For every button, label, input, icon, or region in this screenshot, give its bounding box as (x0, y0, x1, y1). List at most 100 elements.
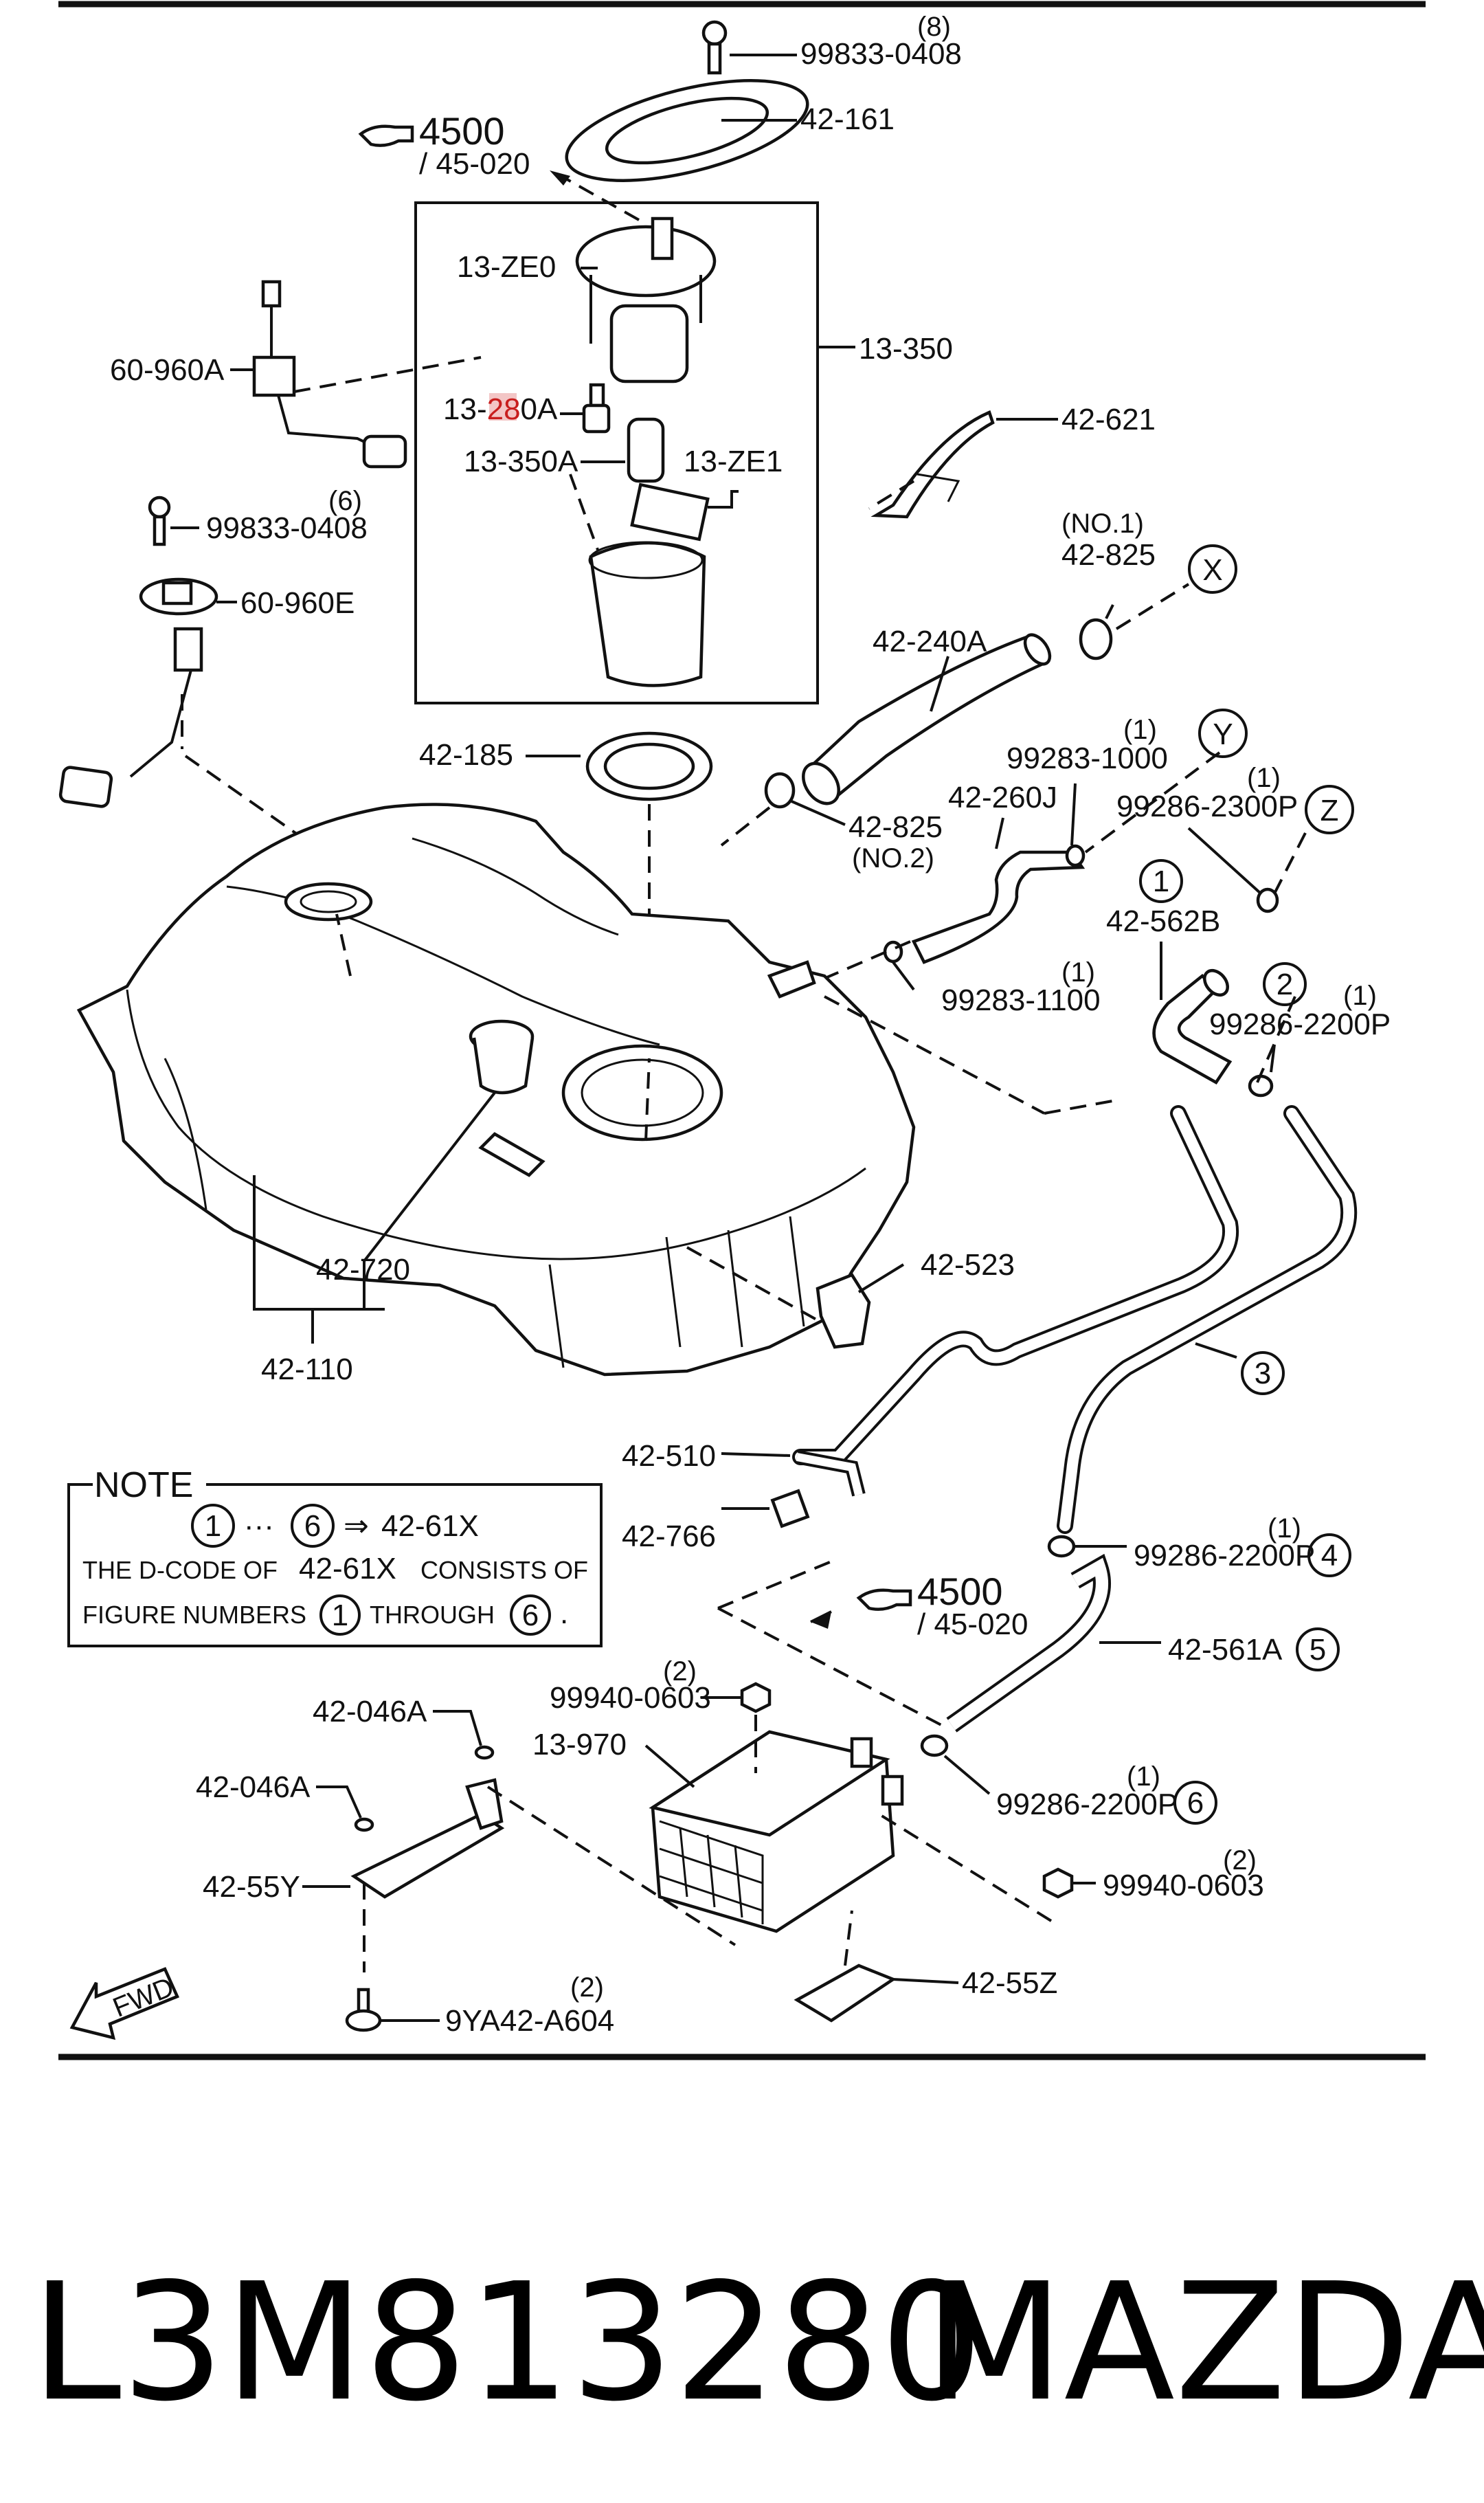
figure-number-3: 3 (1241, 1351, 1285, 1395)
screw-99833-top (701, 20, 797, 75)
highlight-box (489, 393, 517, 421)
label-42-720: 42-720 (316, 1253, 410, 1287)
label-42-260j: 42-260J (948, 781, 1057, 814)
note-title: NOTE (94, 1465, 193, 1505)
pointing-hand-icon (358, 124, 414, 147)
label-99833-0408-mid: 99833-0408 (206, 511, 368, 545)
marker-z: Z (1305, 785, 1354, 834)
label-qty: (6) (328, 486, 362, 516)
retainer-ring-42-161 (565, 79, 809, 182)
label-13-970: 13-970 (532, 1728, 627, 1761)
label-no1: (NO.1) (1061, 509, 1144, 539)
note-line2-a: THE D-CODE OF (82, 1556, 278, 1584)
label-42-825-no2: 42-825 (848, 810, 943, 844)
label-qty: (2) (1223, 1845, 1257, 1876)
label-ref-4500-mid: 4500 (917, 1570, 1003, 1613)
retainer-ring-42-185 (526, 731, 713, 1045)
label-ref-45-020: / 45-020 (419, 147, 530, 181)
note-line3-to: 6 (522, 1599, 539, 1632)
label-99940-0603-b: 99940-0603 (1103, 1869, 1264, 1902)
clamp-99286-2200p-c (920, 1734, 991, 1795)
forward-direction-arrow: FWD (69, 1967, 180, 2040)
label-99940-0603-a: 99940-0603 (550, 1681, 711, 1715)
svg-text:1: 1 (1153, 865, 1169, 898)
bracket-42-621 (868, 410, 1058, 519)
fuel-tank-42-110 (76, 803, 916, 1377)
svg-text:Z: Z (1320, 794, 1339, 827)
label-42-240a: 42-240A (873, 625, 987, 658)
grommet-42-046a-b (316, 1786, 374, 1832)
label-99286-2300p: 99286-2300P (1116, 790, 1298, 823)
hose-clamp-42-825-no1 (1079, 583, 1190, 660)
label-qty: (1) (1061, 957, 1095, 988)
pump-part-13-ze1 (630, 482, 739, 542)
label-13-350: 13-350 (859, 332, 953, 366)
pump-reservoir-cup (588, 541, 706, 687)
label-qty: (2) (570, 1972, 604, 2003)
figure-number-2: 2 (1263, 962, 1307, 1006)
grommet-42-046a-a (433, 1710, 495, 1760)
fuel-filter-13-350a (581, 417, 665, 483)
svg-text:4: 4 (1321, 1539, 1338, 1572)
clamp-99286-2200p-b (1047, 1535, 1127, 1558)
label-42-621: 42-621 (1061, 403, 1156, 436)
bracket-42-55y (302, 1778, 737, 1972)
figure-number-4: 4 (1307, 1533, 1351, 1577)
label-99286-2200p-a: 99286-2200P (1209, 1008, 1391, 1041)
screw-99833-mid (148, 496, 199, 546)
svg-text:5: 5 (1309, 1633, 1326, 1667)
label-99286-2200p-c: 99286-2200P (996, 1788, 1178, 1821)
nut-99940-0603-b (878, 1813, 1096, 1922)
label-13-ze1: 13-ZE1 (684, 445, 783, 478)
note-range-dots: ··· (244, 1509, 274, 1543)
marker-x: X (1188, 544, 1237, 594)
label-42-046a-a: 42-046A (313, 1695, 427, 1728)
figure-number-6: 6 (1173, 1781, 1217, 1825)
label-42-161: 42-161 (800, 102, 895, 136)
label-42-825-no1: 42-825 (1061, 538, 1156, 572)
label-42-561a: 42-561A (1168, 1633, 1283, 1667)
note-range-start: 1 (205, 1509, 221, 1543)
filler-hose-42-240a (802, 633, 1052, 805)
footer-brand: MAZDA (924, 2248, 1484, 2437)
label-qty: (8) (917, 12, 951, 42)
label-ref-4500: 4500 (419, 109, 505, 153)
label-42-55y: 42-55Y (203, 1870, 300, 1904)
note-arrow: ⇒ (344, 1509, 369, 1543)
label-42-766: 42-766 (622, 1520, 716, 1553)
note-box: NOTE 1 ··· 6 ⇒ 42-61X THE D-CODE OF 42-6… (67, 1465, 603, 1647)
label-qty: (1) (1127, 1761, 1160, 1792)
fuel-sender-60-960e (58, 577, 324, 854)
label-99286-2200p-b: 99286-2200P (1134, 1539, 1315, 1572)
bolt-9ya42-a604 (345, 1988, 440, 2032)
nut-99940-0603-a (701, 1682, 772, 1773)
vent-pipe-42-510 (721, 1450, 866, 1497)
note-range-code: 42-61X (381, 1509, 479, 1543)
figure-number-1: 1 (1139, 859, 1183, 903)
vent-pipe-42-61x-3 (792, 1105, 1358, 1534)
note-line3-a: FIGURE NUMBERS (82, 1601, 306, 1629)
note-line2-b: CONSISTS OF (420, 1556, 588, 1584)
svg-text:Y: Y (1213, 717, 1233, 751)
hose-clamp-42-825-no2 (720, 772, 846, 847)
label-99283-1100: 99283-1100 (941, 983, 1101, 1017)
svg-text:6: 6 (1187, 1786, 1204, 1820)
label-qty: (1) (1268, 1513, 1301, 1544)
note-line3-end: . (560, 1597, 568, 1630)
label-no2: (NO.2) (852, 843, 934, 874)
label-42-510: 42-510 (622, 1439, 716, 1473)
note-line3-from: 1 (332, 1599, 348, 1632)
pump-module-frame-13-350 (414, 201, 819, 704)
label-42-562b: 42-562B (1106, 904, 1220, 938)
label-qty: (1) (1343, 981, 1377, 1011)
label-9ya42-a604: 9YA42-A604 (445, 2004, 614, 2038)
pump-flange-13-ze0 (575, 216, 717, 383)
vent-hose-42-260j (883, 783, 1086, 991)
pointing-hand-icon (856, 1588, 912, 1611)
charcoal-canister-13-970 (644, 1730, 904, 1933)
bracket-42-55z (794, 1910, 959, 2023)
label-42-55z: 42-55Z (962, 1966, 1057, 2000)
marker-y: Y (1198, 709, 1248, 758)
svg-text:3: 3 (1255, 1357, 1271, 1390)
